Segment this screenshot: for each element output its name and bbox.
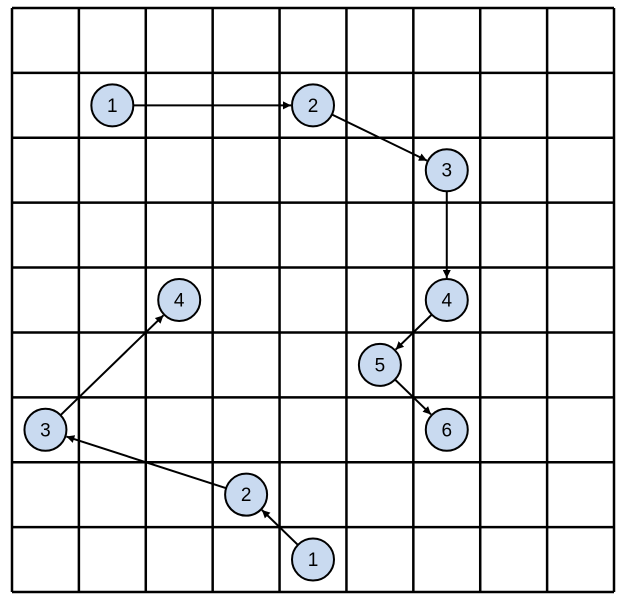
path-b-arrow-1-to-2 (261, 509, 299, 546)
node-circle (424, 278, 469, 322)
path-b-arrow-3-to-4 (59, 314, 165, 416)
node-label: 2 (241, 485, 252, 506)
path-a-arrow-2-to-3 (331, 113, 428, 162)
path-b-node-3: 3 (23, 407, 68, 452)
node-circle (90, 83, 135, 128)
path-a-node-3: 3 (424, 148, 469, 193)
highlight-layer (145, 137, 214, 204)
path-a-node-1: 1 (90, 83, 135, 128)
node-circle (224, 472, 269, 517)
node-circle (424, 407, 469, 452)
path-a-node-5: 5 (357, 342, 402, 387)
path-a-node-6: 6 (424, 407, 469, 452)
path-b-node-1: 1 (291, 537, 335, 582)
node-circle (291, 537, 335, 582)
path-a-node-4: 4 (424, 278, 469, 322)
node-circle (357, 342, 402, 387)
path-a-arrow-4-to-5 (394, 313, 433, 351)
path-a-node-2: 2 (291, 83, 335, 128)
node-label: 1 (107, 96, 118, 117)
path-a-arrow-5-to-6 (394, 378, 432, 416)
node-label: 1 (308, 550, 319, 571)
node-circle (23, 407, 68, 452)
highlighted-cell (145, 137, 214, 204)
node-layer: 1 2 3 4 5 6 1 2 3 4 (23, 83, 469, 582)
node-label: 3 (40, 420, 51, 441)
node-label: 4 (441, 291, 452, 312)
node-circle (291, 83, 335, 128)
grid-lines (10, 6, 616, 594)
node-circle (157, 278, 202, 322)
path-b-node-2: 2 (224, 472, 269, 517)
node-label: 5 (375, 355, 386, 376)
node-label: 6 (441, 420, 452, 441)
node-label: 2 (308, 96, 319, 117)
node-label: 4 (174, 291, 185, 312)
arrow-layer (59, 101, 451, 546)
path-b-arrow-2-to-3 (66, 435, 227, 490)
path-b-node-4: 4 (157, 278, 202, 322)
node-label: 3 (441, 161, 452, 182)
node-circle (424, 148, 469, 193)
